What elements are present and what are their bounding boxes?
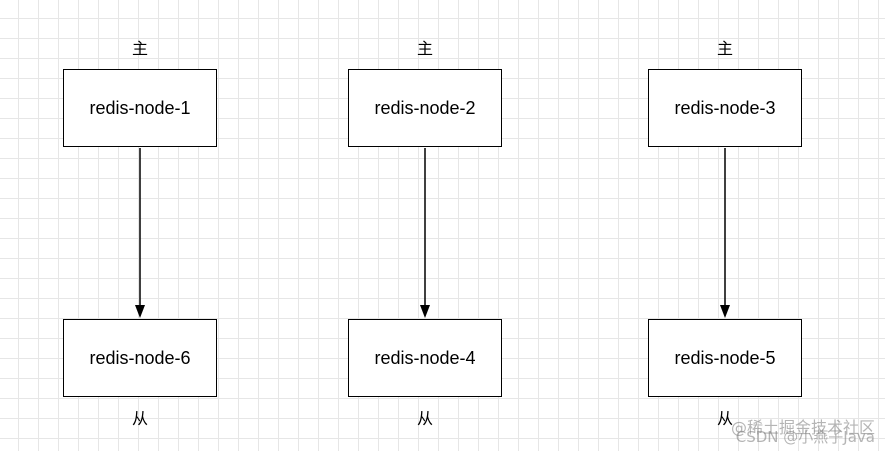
watermark: @稀土掘金技术社区 CSDN @小燕子Java [685,418,875,448]
slave-label-1: 从 [131,409,148,428]
slave-label-2: 从 [416,409,433,428]
node-redis-node-2[interactable]: redis-node-2 [348,69,502,147]
node-redis-node-5[interactable]: redis-node-5 [648,319,802,397]
slave-label-3: 从 [716,409,733,428]
master-label-2: 主 [416,39,433,58]
arrowhead-node4 [420,305,430,318]
arrowhead-node6 [135,305,145,318]
node-redis-node-6[interactable]: redis-node-6 [63,319,217,397]
watermark-line-1: @稀土掘金技术社区 [730,418,875,437]
watermark-line-2: CSDN @小燕子Java [735,428,875,446]
arrowhead-node5 [720,305,730,318]
master-label-1: 主 [131,39,148,58]
node-redis-node-4[interactable]: redis-node-4 [348,319,502,397]
node-redis-node-1[interactable]: redis-node-1 [63,69,217,147]
node-redis-node-3[interactable]: redis-node-3 [648,69,802,147]
master-label-3: 主 [716,39,733,58]
